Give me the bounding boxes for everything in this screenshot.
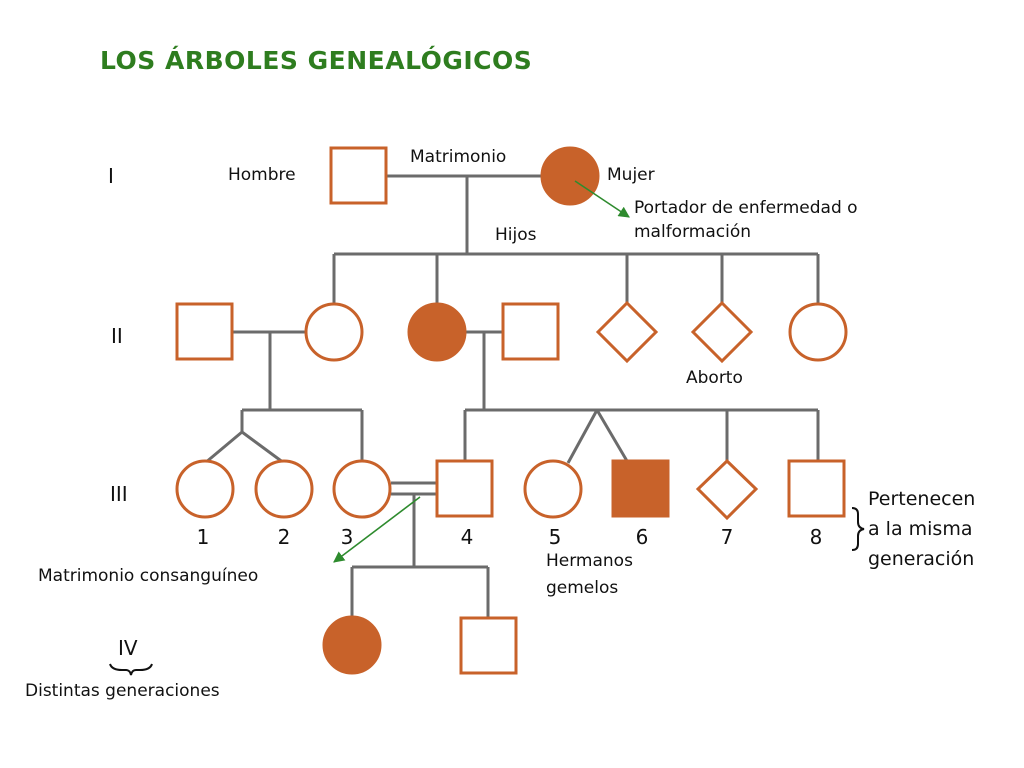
female-symbol (304, 302, 364, 362)
twin-branch (566, 409, 599, 464)
label-matrimonio-consanguineo: Matrimonio consanguíneo (38, 566, 259, 586)
female-symbol (332, 459, 392, 519)
male-symbol (787, 459, 846, 518)
label-misma-generacion-line2: a la misma (868, 518, 973, 540)
individual-number: 8 (809, 525, 823, 549)
generation-label-ii: II (111, 324, 123, 348)
individual-number: 5 (548, 525, 562, 549)
female-symbol (254, 459, 314, 519)
carrier-arrow (574, 180, 630, 218)
affected-female-symbol (540, 146, 600, 206)
individual-number: 2 (277, 525, 291, 549)
individual-number: 7 (720, 525, 734, 549)
male-symbol (459, 616, 518, 675)
female-symbol (788, 302, 848, 362)
affected-female-symbol (407, 302, 467, 362)
generation-label-i: I (108, 164, 114, 188)
label-misma-generacion: Pertenecen a la misma generación (868, 484, 975, 574)
label-portador-line1: Portador de enfermedad o (634, 198, 858, 218)
abortion-symbol (595, 300, 659, 364)
label-aborto: Aborto (686, 368, 743, 388)
label-hijos: Hijos (495, 225, 537, 245)
abortion-symbol (690, 300, 754, 364)
label-misma-generacion-line1: Pertenecen (868, 488, 976, 510)
label-hombre: Hombre (228, 165, 296, 185)
twin-branch (595, 409, 629, 462)
male-symbol (501, 302, 560, 361)
consanguineous-arrow (333, 496, 421, 563)
individual-number: 3 (340, 525, 354, 549)
male-symbol (435, 459, 494, 518)
label-distintas-generaciones: Distintas generaciones (25, 681, 220, 701)
affected-male-symbol (611, 459, 670, 518)
generation-label-iv: IV (118, 636, 138, 660)
individual-number: 4 (460, 525, 474, 549)
female-symbol (523, 459, 583, 519)
label-gemelos-line2: gemelos (546, 578, 619, 598)
label-misma-generacion-line3: generación (868, 548, 975, 570)
same-generation-brace (851, 507, 865, 551)
male-symbol (329, 146, 388, 205)
abortion-symbol (695, 458, 759, 521)
label-portador-line2: malformación (634, 222, 751, 242)
label-mujer: Mujer (607, 165, 655, 185)
female-symbol (175, 459, 235, 519)
twin-branch (204, 430, 243, 465)
page-title: LOS ÁRBOLES GENEALÓGICOS (100, 46, 533, 75)
individual-number: 6 (635, 525, 649, 549)
individual-number: 1 (196, 525, 210, 549)
twin-branch (241, 430, 285, 465)
affected-female-symbol (322, 615, 382, 675)
label-matrimonio: Matrimonio (410, 147, 507, 167)
generation-label-iii: III (110, 482, 128, 506)
label-gemelos-line1: Hermanos (546, 551, 633, 571)
male-symbol (175, 302, 234, 361)
generations-brace (109, 663, 153, 676)
